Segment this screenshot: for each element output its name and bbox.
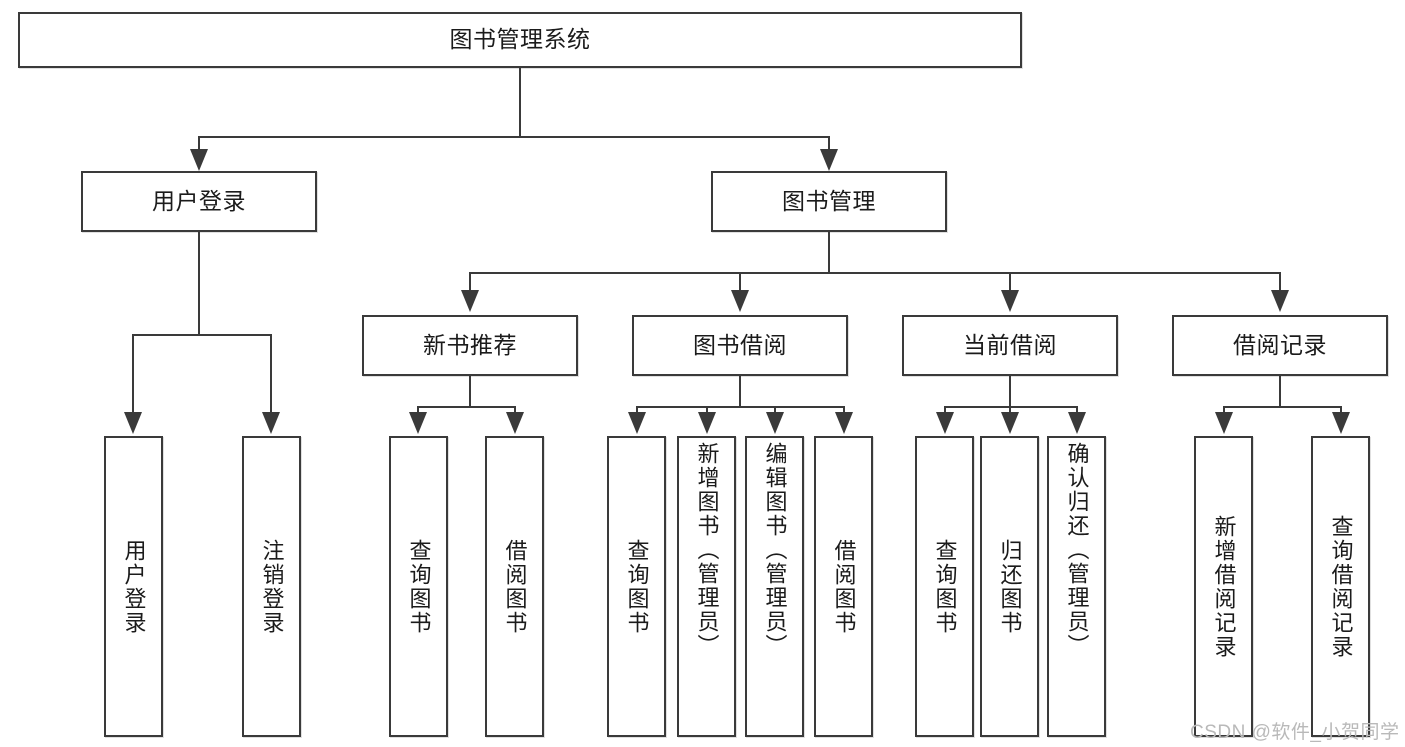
leaf-query-book-current[interactable]: 查询图书 — [915, 436, 974, 737]
node-label: 借阅图书 — [502, 538, 528, 635]
connector-book-borrow-drop-3 — [774, 406, 776, 416]
connector-new-book-drop-2 — [514, 406, 516, 416]
node-label: 当前借阅 — [963, 331, 1057, 358]
leaf-logout-login[interactable]: 注销登录 — [242, 436, 301, 737]
leaf-query-borrow-record[interactable]: 查询借阅记录 — [1311, 436, 1370, 737]
leaf-user-login[interactable]: 用户登录 — [104, 436, 163, 737]
node-root-system[interactable]: 图书管理系统 — [18, 12, 1022, 68]
node-label: 新增借阅记录 — [1211, 514, 1237, 659]
connector-current-borrow-drop-3 — [1076, 406, 1078, 416]
arrow-borrow-record-leaf-2 — [1332, 412, 1350, 434]
leaf-confirm-return-admin[interactable]: 确认归还（管理员） — [1047, 436, 1106, 737]
connector-book-manage-drop-2 — [739, 272, 741, 292]
leaf-query-book-recommend[interactable]: 查询图书 — [389, 436, 448, 737]
connector-new-book-drop-1 — [417, 406, 419, 416]
arrow-book-borrow-leaf-1 — [628, 412, 646, 434]
node-label: 注销登录 — [259, 538, 285, 635]
node-new-book-recommend[interactable]: 新书推荐 — [362, 315, 578, 376]
arrow-book-manage-child-1 — [461, 290, 479, 312]
arrow-root-to-user-login — [190, 149, 208, 171]
leaf-borrow-book[interactable]: 借阅图书 — [814, 436, 873, 737]
connector-book-borrow-drop-4 — [843, 406, 845, 416]
connector-book-manage-drop-3 — [1009, 272, 1011, 292]
arrow-book-borrow-leaf-2 — [698, 412, 716, 434]
arrow-user-login-leaf-1 — [124, 412, 142, 434]
arrow-new-book-leaf-1 — [409, 412, 427, 434]
connector-root-to-user-login — [198, 136, 200, 151]
node-current-borrow[interactable]: 当前借阅 — [902, 315, 1118, 376]
connector-book-manage-stem — [828, 232, 830, 272]
node-label: 图书借阅 — [693, 331, 787, 358]
node-label: 编辑图书（管理员） — [762, 442, 788, 658]
connector-book-borrow-drop-2 — [706, 406, 708, 416]
connector-book-borrow-bar — [637, 406, 845, 408]
arrow-user-login-leaf-2 — [262, 412, 280, 434]
node-label: 新书推荐 — [423, 331, 517, 358]
connector-book-manage-bar — [469, 272, 1281, 274]
arrow-book-manage-child-4 — [1271, 290, 1289, 312]
node-label: 图书管理 — [782, 187, 876, 214]
connector-current-borrow-drop-1 — [944, 406, 946, 416]
connector-current-borrow-stem — [1009, 376, 1011, 406]
leaf-return-book[interactable]: 归还图书 — [980, 436, 1039, 737]
node-label: 图书管理系统 — [449, 26, 591, 53]
node-label: 借阅图书 — [831, 538, 857, 635]
node-label: 查询图书 — [932, 538, 958, 635]
arrow-book-manage-child-2 — [731, 290, 749, 312]
arrow-new-book-leaf-2 — [506, 412, 524, 434]
leaf-edit-book-admin[interactable]: 编辑图书（管理员） — [745, 436, 804, 737]
node-book-management[interactable]: 图书管理 — [711, 171, 947, 232]
connector-user-login-drop-2 — [270, 334, 272, 414]
node-label: 查询借阅记录 — [1328, 514, 1354, 659]
connector-root-to-book-manage — [828, 136, 830, 151]
leaf-add-borrow-record[interactable]: 新增借阅记录 — [1194, 436, 1253, 737]
leaf-query-book-borrow[interactable]: 查询图书 — [607, 436, 666, 737]
connector-borrow-record-drop-1 — [1223, 406, 1225, 416]
node-user-login[interactable]: 用户登录 — [81, 171, 317, 232]
connector-user-login-stem — [198, 232, 200, 334]
connector-borrow-record-bar — [1224, 406, 1342, 408]
connector-current-borrow-drop-2 — [1009, 406, 1011, 416]
connector-new-book-stem — [469, 376, 471, 406]
connector-user-login-drop-1 — [132, 334, 134, 414]
node-label: 查询图书 — [624, 538, 650, 635]
watermark-text: CSDN @软件_小贺同学 — [1190, 722, 1400, 743]
node-label: 确认归还（管理员） — [1064, 442, 1090, 658]
connector-book-manage-drop-4 — [1279, 272, 1281, 292]
node-borrow-record[interactable]: 借阅记录 — [1172, 315, 1388, 376]
connector-new-book-bar — [418, 406, 516, 408]
connector-borrow-record-drop-2 — [1340, 406, 1342, 416]
connector-current-borrow-bar — [945, 406, 1078, 408]
arrow-borrow-record-leaf-1 — [1215, 412, 1233, 434]
node-label: 新增图书（管理员） — [694, 442, 720, 658]
leaf-borrow-book-recommend[interactable]: 借阅图书 — [485, 436, 544, 737]
connector-borrow-record-stem — [1279, 376, 1281, 406]
arrow-root-to-book-manage — [820, 149, 838, 171]
connector-root-stem — [519, 68, 521, 136]
leaf-add-book-admin[interactable]: 新增图书（管理员） — [677, 436, 736, 737]
arrow-book-manage-child-3 — [1001, 290, 1019, 312]
connector-book-borrow-stem — [739, 376, 741, 406]
connector-book-borrow-drop-1 — [636, 406, 638, 416]
arrow-current-borrow-leaf-1 — [936, 412, 954, 434]
node-label: 用户登录 — [121, 538, 147, 635]
connector-book-manage-drop-1 — [469, 272, 471, 292]
arrow-book-borrow-leaf-4 — [835, 412, 853, 434]
arrow-current-borrow-leaf-3 — [1068, 412, 1086, 434]
connector-root-bar — [198, 136, 830, 138]
connector-user-login-bar — [132, 334, 272, 336]
node-book-borrow[interactable]: 图书借阅 — [632, 315, 848, 376]
node-label: 查询图书 — [406, 538, 432, 635]
arrow-current-borrow-leaf-2 — [1001, 412, 1019, 434]
node-label: 归还图书 — [997, 538, 1023, 635]
node-label: 用户登录 — [152, 187, 246, 214]
node-label: 借阅记录 — [1233, 331, 1327, 358]
arrow-book-borrow-leaf-3 — [766, 412, 784, 434]
